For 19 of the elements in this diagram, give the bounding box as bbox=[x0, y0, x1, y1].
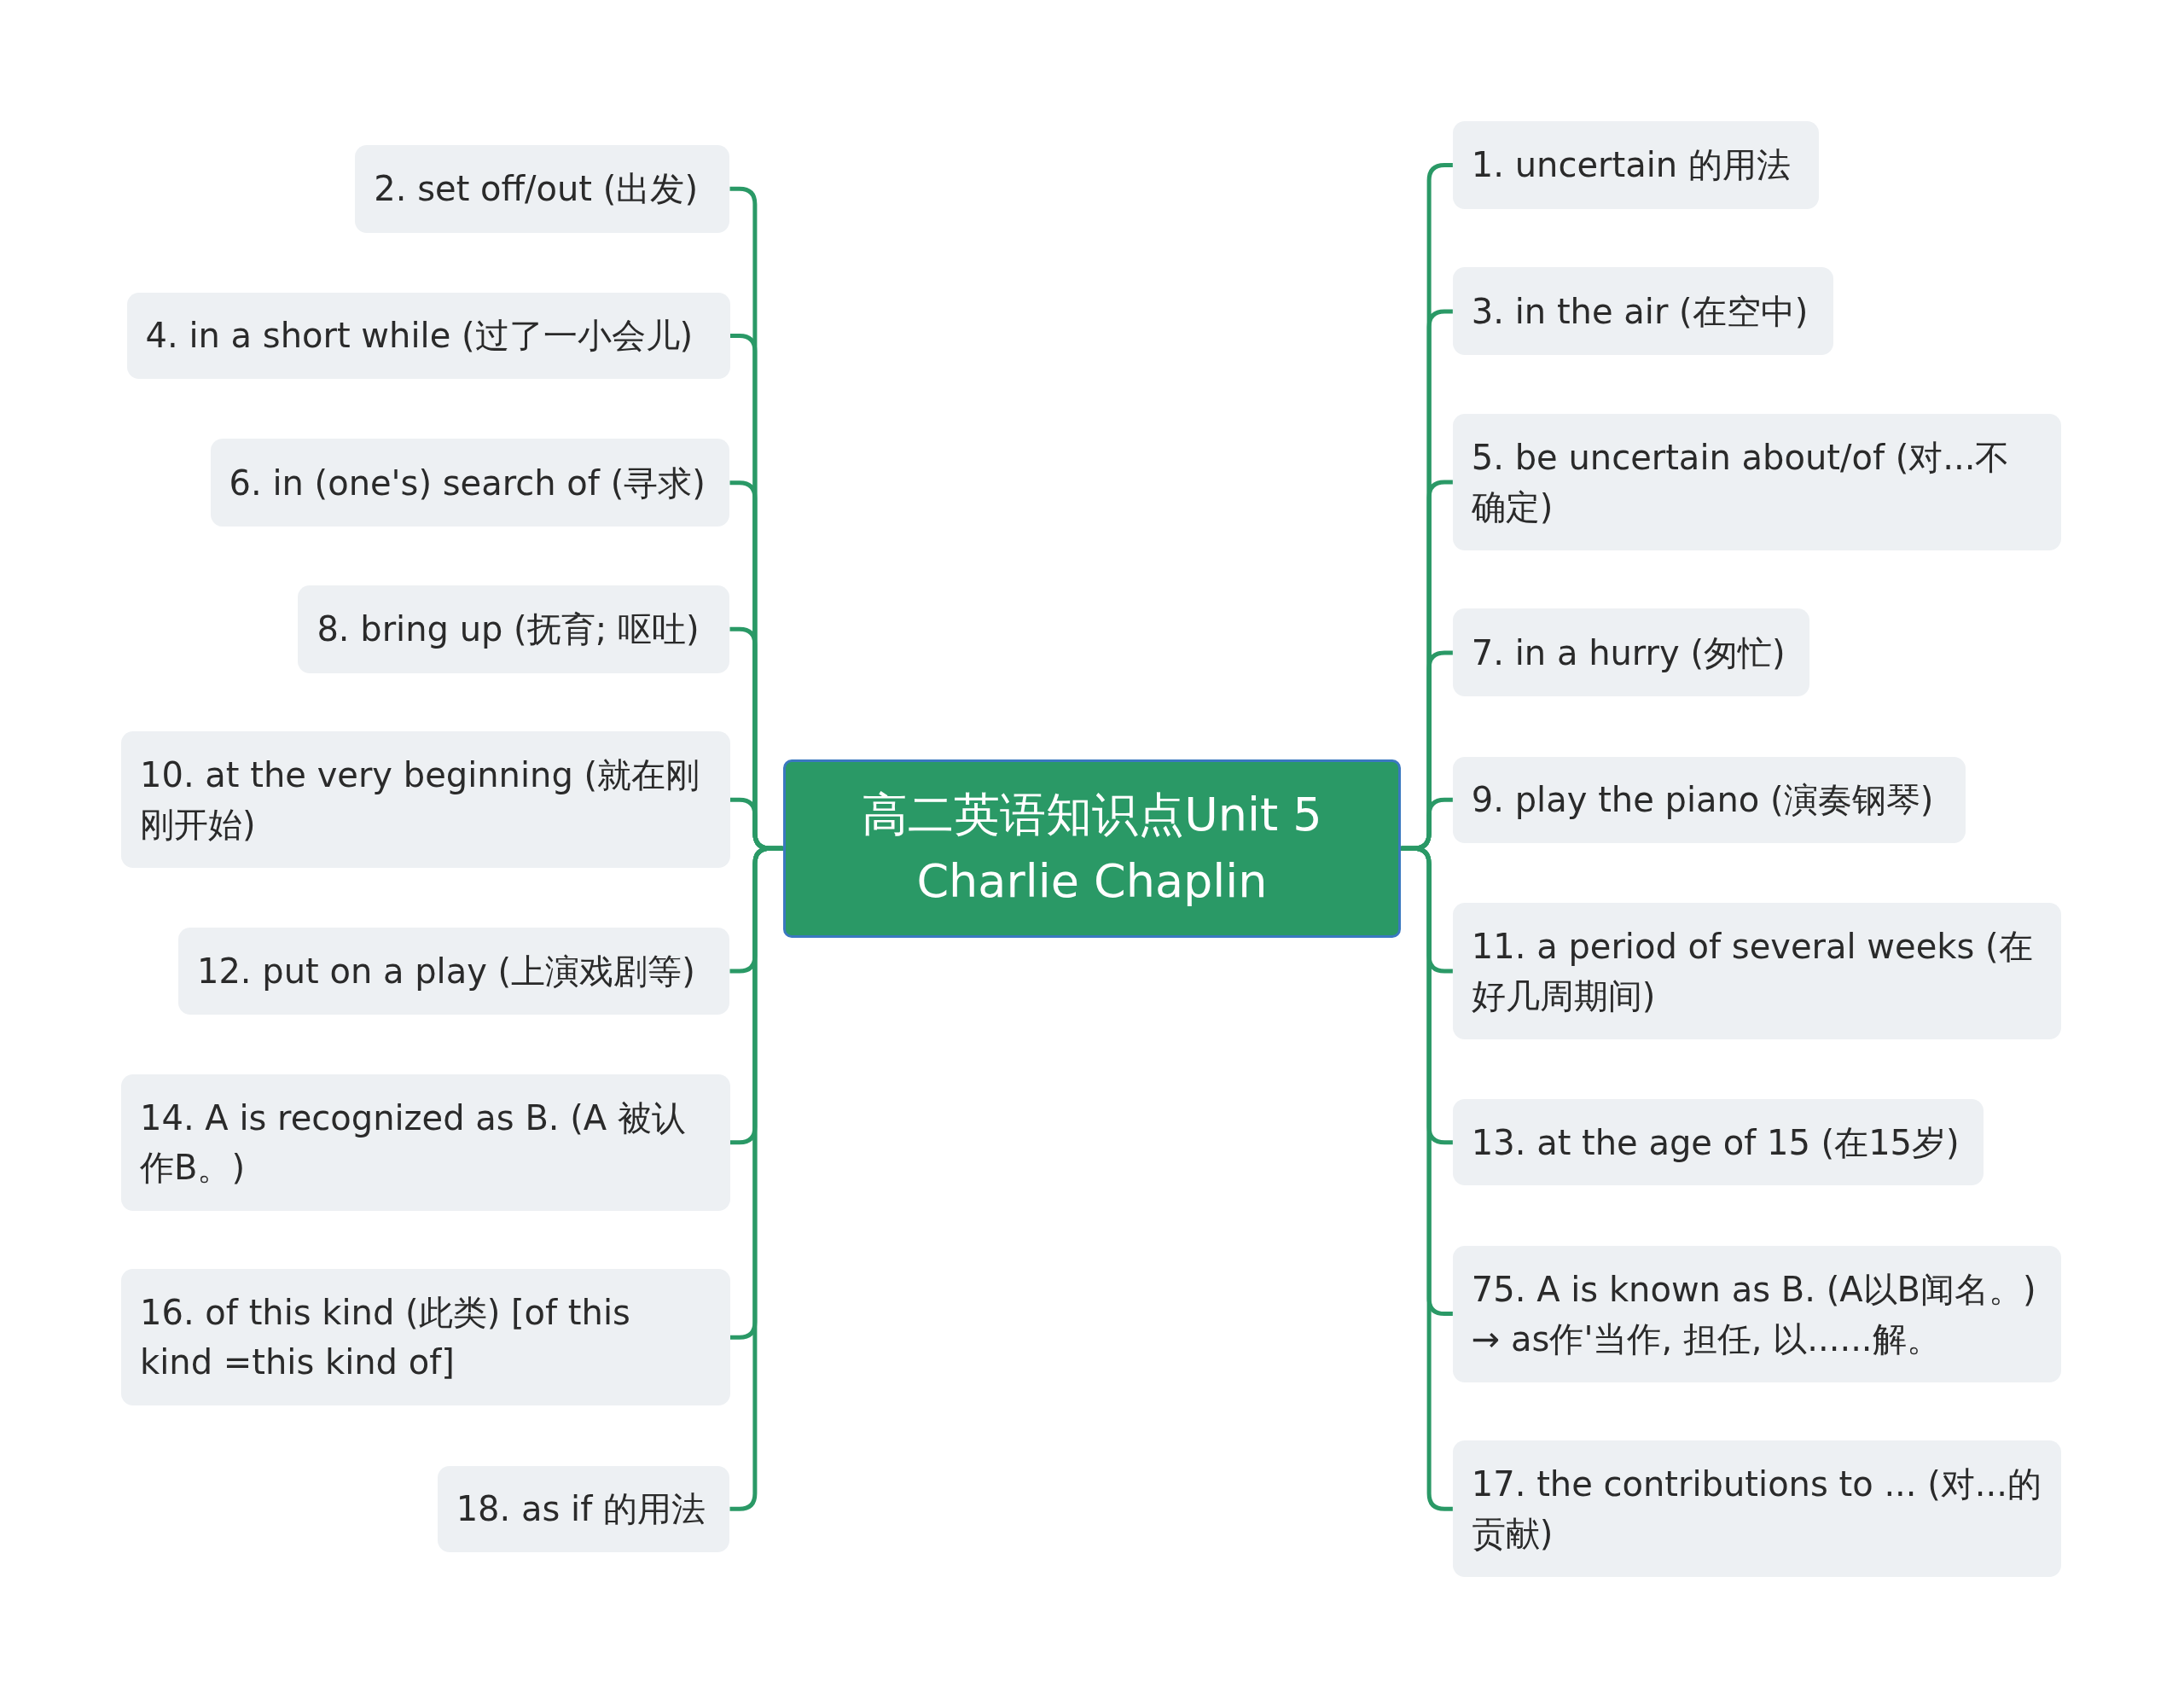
topic-box: 1. uncertain 的用法 bbox=[1452, 121, 1820, 209]
central-topic-box: 高二英语知识点Unit 5 Charlie Chaplin bbox=[782, 759, 1402, 938]
topic-box: 3. in the air (在空中) bbox=[1452, 267, 1833, 356]
topic-box: 17. the contributions to ... (对...的贡献) bbox=[1452, 1440, 2062, 1578]
topic-box: 7. in a hurry (匆忙) bbox=[1452, 608, 1809, 697]
topic-box: 14. A is recognized as B. (A 被认作B。) bbox=[121, 1074, 730, 1211]
topic-box: 18. as if 的用法 bbox=[437, 1465, 730, 1552]
topic-box: 6. in (one's) search of (寻求) bbox=[210, 439, 730, 527]
topic-box: 12. put on a play (上演戏剧等) bbox=[177, 928, 730, 1015]
topic-box: 8. bring up (抚育; 呕吐) bbox=[298, 585, 730, 673]
topic-box: 9. play the piano (演奏钢琴) bbox=[1452, 756, 1966, 843]
topic-box: 16. of this kind (此类) [of this kind =this kind of] bbox=[121, 1269, 730, 1406]
topic-box: 5. be uncertain about/of (对...不确定) bbox=[1452, 413, 2062, 550]
topic-box: 2. set off/out (出发) bbox=[355, 144, 730, 233]
topic-box: 10. at the very beginning (就在刚刚开始) bbox=[121, 731, 730, 869]
topic-box: 75. A is known as B. (A以B闻名。) → as作'当作, 担任, 以......解。 bbox=[1452, 1245, 2062, 1382]
topic-box: 4. in a short while (过了一小会儿) bbox=[126, 292, 730, 380]
topic-box: 11. a period of several weeks (在好几周期间) bbox=[1452, 902, 2062, 1039]
topic-box: 13. at the age of 15 (在15岁) bbox=[1452, 1099, 1984, 1186]
